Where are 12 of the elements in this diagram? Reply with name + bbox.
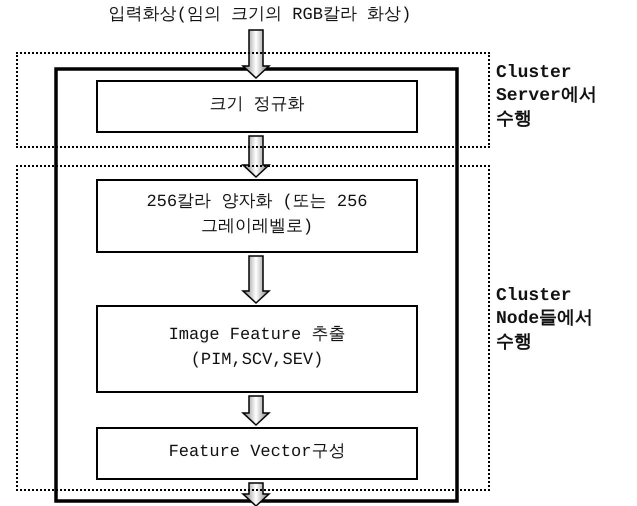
process-box: 256칼라 양자화 (또는 256그레이레벨로) <box>96 179 418 253</box>
block-arrow <box>241 395 271 426</box>
block-arrow <box>241 255 271 304</box>
block-arrow <box>241 482 271 506</box>
region-label: Cluster Server에서 수행 <box>496 62 598 132</box>
process-box: 크기 정규화 <box>96 80 418 133</box>
region-label: Cluster Node들에서 수행 <box>496 285 594 355</box>
process-box: Feature Vector구성 <box>96 427 418 480</box>
block-arrow <box>241 29 271 80</box>
input-label: 입력화상(임의 크기의 RGB칼라 화상) <box>108 6 412 25</box>
process-box: Image Feature 추출 (PIM,SCV,SEV) <box>96 305 418 393</box>
block-arrow <box>241 135 271 178</box>
